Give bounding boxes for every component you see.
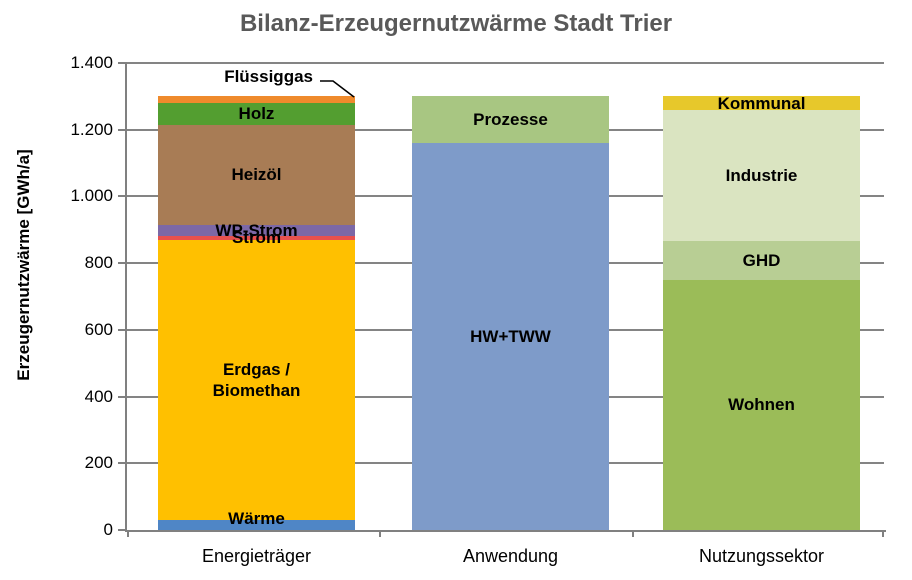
y-tick-label: 1.000 (70, 186, 113, 206)
x-tick-mark (882, 530, 884, 537)
segment-label-wohnen: Wohnen (663, 394, 860, 415)
segment-label-line: Erdgas / (222, 359, 291, 379)
bar-anwendung (412, 63, 609, 530)
segment-label-warme: Wärme (158, 508, 355, 529)
segment-label-line: Biomethan (212, 380, 301, 400)
y-tick-mark (118, 395, 127, 398)
y-tick-label: 0 (103, 520, 113, 539)
segment-label-holz: Holz (158, 103, 355, 124)
segment-label-industrie: Industrie (663, 165, 860, 186)
segment-ghd (663, 241, 860, 280)
segment-label-wp-strom: WP-Strom (158, 220, 355, 241)
segment-erdgas-biomethan (158, 239, 355, 520)
segment-wp-strom (158, 224, 355, 236)
segment-label-prozesse: Prozesse (412, 109, 609, 130)
segment-label-line: Kommunal (717, 93, 806, 113)
gridline-1400 (127, 62, 884, 64)
y-tick-mark (118, 529, 127, 531)
bar-energietrager (158, 63, 355, 530)
y-axis-tick-labels: 0 200 400 600 800 1.000 1.200 1.400 (0, 53, 113, 539)
x-tick-mark (379, 530, 381, 537)
segment-heizol (158, 124, 355, 225)
segment-wohnen (663, 279, 860, 530)
x-tick-mark (127, 530, 129, 537)
segment-kommunal (663, 96, 860, 110)
segment-label-line: Industrie (725, 166, 798, 186)
y-tick-mark (118, 462, 127, 465)
x-axis-label-nutzungssektor: Nutzungssektor (698, 546, 825, 566)
y-axis-line (125, 63, 127, 532)
segment-label-line: Strom (231, 228, 282, 248)
x-axis-label-anwendung: Anwendung (462, 546, 559, 566)
x-tick-mark (632, 530, 634, 537)
y-tick-label: 1.200 (70, 119, 113, 139)
segment-flussiggas (158, 96, 355, 104)
segment-label-fluessiggas: Flüssiggas (224, 67, 313, 86)
segment-warme (158, 520, 355, 530)
y-tick-label: 800 (84, 253, 113, 273)
segment-label-line: Prozesse (473, 110, 548, 130)
segment-label-strom: Strom (158, 227, 355, 248)
segment-label-line: Wohnen (728, 395, 795, 415)
segment-label-erdgas-biomethan: Erdgas /Biomethan (158, 359, 355, 401)
y-tick-mark (118, 195, 127, 198)
segment-holz (158, 103, 355, 125)
y-tick-label: 400 (84, 386, 113, 406)
y-tick-mark (118, 128, 127, 131)
segment-label-line: WP-Strom (215, 220, 298, 240)
y-tick-label: 1.400 (70, 53, 113, 72)
segment-label-line: Wärme (228, 509, 285, 528)
y-tick-mark (118, 62, 127, 64)
y-tick-mark (118, 262, 127, 265)
x-axis-line (125, 530, 886, 532)
segment-label-kommunal: Kommunal (663, 93, 860, 114)
y-tick-label: 600 (84, 319, 113, 339)
segment-label-line: HW+TWW (470, 327, 551, 347)
x-axis-label-energietrager: Energieträger (201, 546, 312, 566)
segment-label-heizol: Heizöl (158, 164, 355, 185)
segment-label-ghd: GHD (663, 250, 860, 271)
segment-label-hw-tww: HW+TWW (412, 326, 609, 347)
segment-label-line: Holz (238, 104, 275, 124)
segment-strom (158, 235, 355, 240)
y-tick-label: 200 (84, 453, 113, 473)
chart-title: Bilanz-Erzeugernutzwärme Stadt Trier (239, 10, 673, 37)
segment-label-line: GHD (742, 251, 781, 271)
segment-industrie (663, 109, 860, 242)
segment-hw-tww (412, 143, 609, 530)
segment-prozesse (412, 96, 609, 144)
segment-label-line: Heizöl (231, 165, 282, 185)
y-tick-mark (118, 328, 127, 331)
x-axis-labels: Energieträger Anwendung Nutzungssektor (0, 546, 912, 572)
bar-nutzungssektor (663, 63, 860, 530)
